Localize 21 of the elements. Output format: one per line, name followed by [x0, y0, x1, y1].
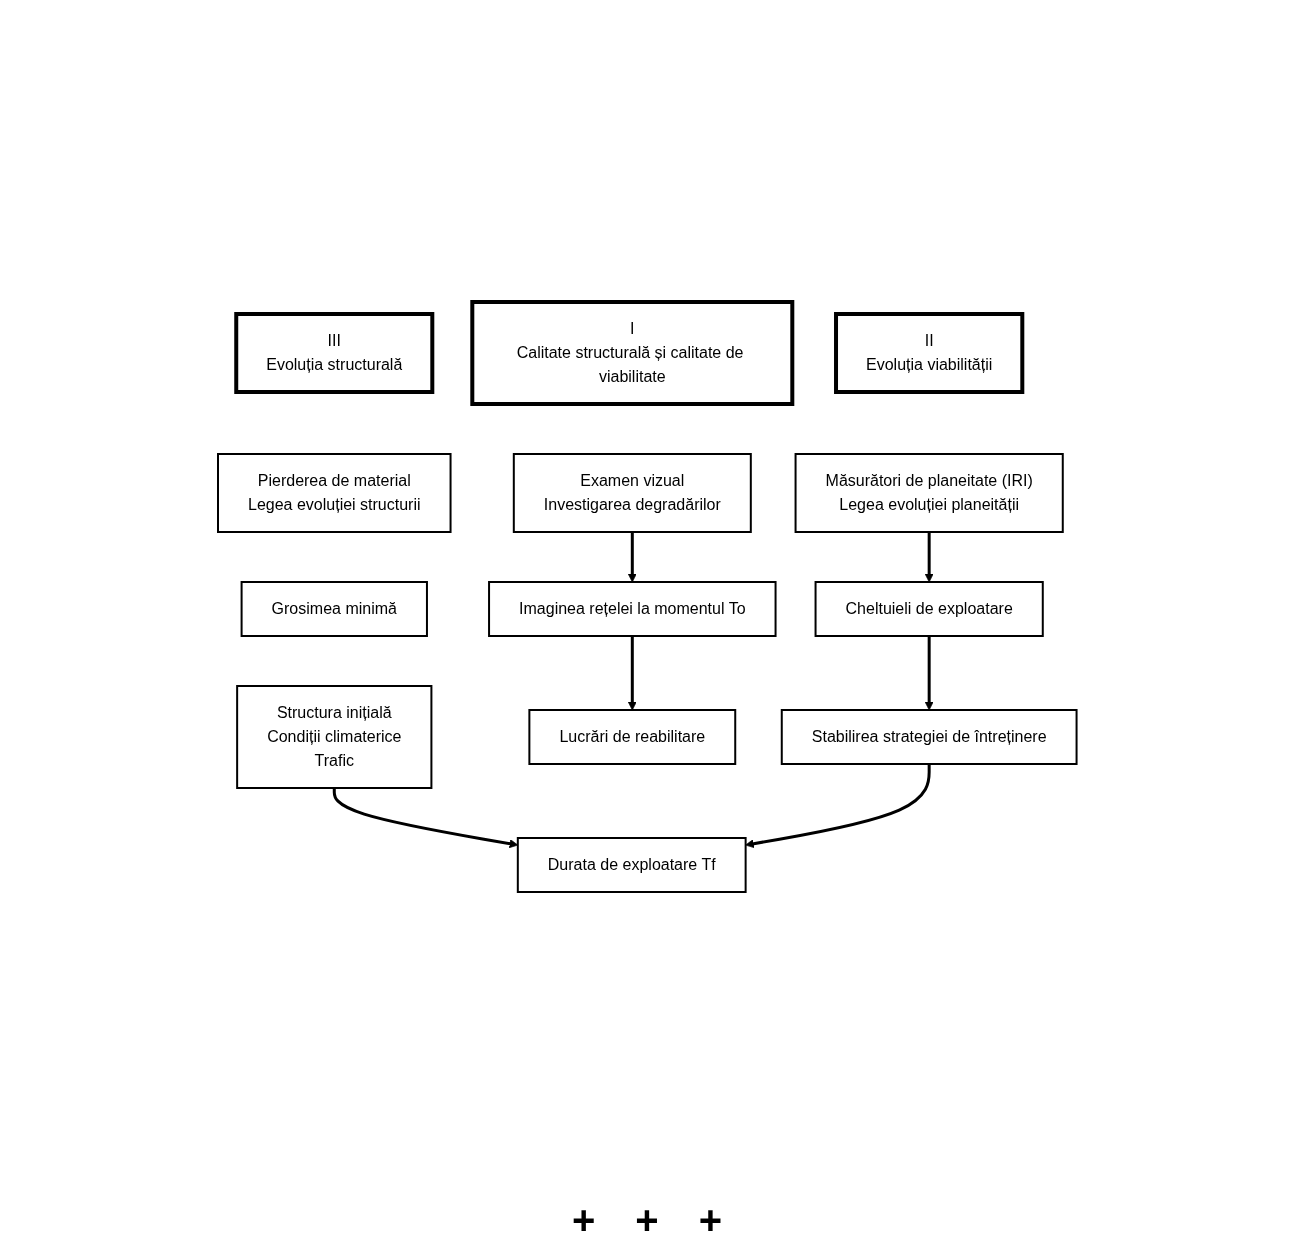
plus-sign: + — [698, 1198, 723, 1243]
node-box: Măsurători de planeitate (IRI) Legea evoluției planeității — [794, 453, 1064, 533]
node-box: Stabilirea strategiei de întreținere — [780, 709, 1078, 765]
plus-sign: + — [571, 1198, 596, 1243]
node-box: Imaginea rețelei la momentul To — [487, 581, 777, 637]
node-box: Durata de exploatare Tf — [516, 837, 747, 893]
node-box: Grosimea minimă — [240, 581, 428, 637]
plus-sign: + — [635, 1198, 659, 1243]
node-box: II Evoluția viabilității — [833, 312, 1024, 394]
arrow — [627, 532, 637, 583]
node-box: I Calitate structurală și calitate de viabilitate — [470, 300, 794, 406]
arrow — [627, 636, 637, 711]
node-box: Examen vizual Investigarea degradărilor — [512, 453, 752, 533]
arrow — [924, 636, 934, 711]
arrow — [924, 532, 934, 583]
node-box: Structura inițială Condiții climaterice Trafic — [235, 685, 433, 789]
node-box: Lucrări de reabilitare — [528, 709, 736, 765]
node-box: Cheltuieli de exploatare — [814, 581, 1044, 637]
node-box: III Evoluția structurală — [233, 312, 434, 394]
node-box: Pierderea de material Legea evoluției structurii — [216, 453, 452, 533]
arrow — [332, 788, 518, 849]
